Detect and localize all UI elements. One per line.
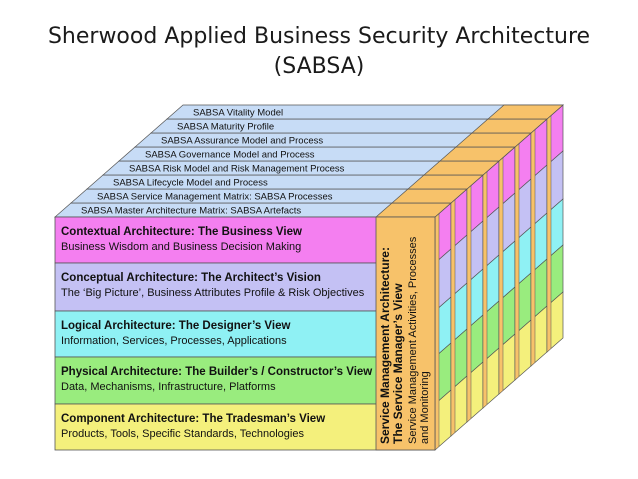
stack-label: SABSA Maturity Profile xyxy=(177,122,274,133)
layer-subtitle: Information, Services, Processes, Applic… xyxy=(61,335,287,347)
cube-right-side-face xyxy=(434,104,564,451)
layer-title: Physical Architecture: The Builder’s / C… xyxy=(61,366,372,378)
layer-title: Conceptual Architecture: The Architect’s… xyxy=(61,272,321,284)
layer-subtitle: Business Wisdom and Business Decision Ma… xyxy=(61,241,301,253)
layer-subtitle: The ‘Big Picture’, Business Attributes P… xyxy=(61,287,365,299)
layer-title: Contextual Architecture: The Business Vi… xyxy=(61,226,302,238)
side-service-band xyxy=(434,212,440,451)
slide-title-line1: Sherwood Applied Business Security Archi… xyxy=(47,24,591,49)
layer-subtitle: Data, Mechanisms, Infrastructure, Platfo… xyxy=(61,381,276,393)
cube-front-face: Contextual Architecture: The Business Vi… xyxy=(54,216,436,451)
cube-top-face: SABSA Master Architecture Matrix: SABSA … xyxy=(54,104,564,218)
service-management-column: Service Management Architecture:The Serv… xyxy=(375,216,436,451)
stack-label: SABSA Master Architecture Matrix: SABSA … xyxy=(81,206,301,217)
service-column-face xyxy=(375,216,436,451)
stack-label: SABSA Vitality Model xyxy=(193,108,283,119)
side-service-band xyxy=(482,170,488,409)
service-text-line: Service Management Activities, Processes xyxy=(407,236,419,444)
side-service-band xyxy=(514,142,520,381)
stack-label: SABSA Assurance Model and Process xyxy=(161,136,323,147)
layer-title: Logical Architecture: The Designer’s Vie… xyxy=(61,320,290,332)
layer-band xyxy=(54,356,436,405)
slide-title-line2: (SABSA) xyxy=(273,54,365,79)
side-service-band xyxy=(450,198,456,437)
layer-subtitle: Products, Tools, Specific Standards, Tec… xyxy=(61,428,304,440)
stack-label: SABSA Risk Model and Risk Management Pro… xyxy=(129,164,345,175)
stack-label: SABSA Governance Model and Process xyxy=(145,150,315,161)
layer-band xyxy=(54,310,436,358)
service-text-line: and Monitoring xyxy=(419,371,431,444)
stack-label: SABSA Lifecycle Model and Process xyxy=(113,178,268,189)
service-text-line: The Service Manager’s View xyxy=(391,283,405,444)
side-service-band xyxy=(546,114,552,353)
service-text-line: Service Management Architecture: xyxy=(378,247,392,444)
side-service-band xyxy=(530,128,536,367)
stack-label: SABSA Service Management Matrix: SABSA P… xyxy=(97,192,333,203)
layer-band xyxy=(54,262,436,312)
side-service-band xyxy=(466,184,472,423)
stack-service-cap xyxy=(487,104,564,120)
layer-band xyxy=(54,216,436,264)
layer-title: Component Architecture: The Tradesman’s … xyxy=(61,413,325,425)
side-service-band xyxy=(498,156,504,395)
